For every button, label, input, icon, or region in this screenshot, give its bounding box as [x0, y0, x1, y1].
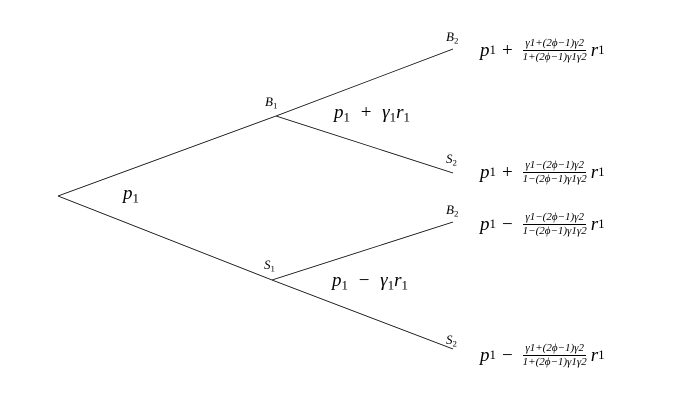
edge-s1-s2 — [271, 279, 454, 350]
leaf-2-fraction: γ1−(2ϕ−1)γ2 1−(2ϕ−1)γ1γ2 — [522, 158, 587, 185]
b1-price-expression: p1 + γ1r1 — [334, 102, 410, 125]
node-s1-label: S1 — [264, 257, 275, 274]
node-b1-label: B1 — [265, 94, 278, 111]
leaf-2-node-label: S2 — [446, 151, 457, 168]
leaf-1-fraction: γ1+(2ϕ−1)γ2 1+(2ϕ−1)γ1γ2 — [522, 36, 587, 63]
edge-root-s1 — [57, 195, 273, 281]
leaf-4-fraction: γ1+(2ϕ−1)γ2 1+(2ϕ−1)γ1γ2 — [522, 341, 587, 368]
leaf-3-fraction: γ1−(2ϕ−1)γ2 1−(2ϕ−1)γ1γ2 — [522, 210, 587, 237]
leaf-1-node-label: B2 — [446, 29, 459, 46]
edge-b1-b2 — [275, 48, 454, 117]
root-price-label: p1 — [123, 183, 139, 206]
leaf-4-node-label: S2 — [446, 332, 457, 349]
leaf-3-node-label: B2 — [446, 202, 459, 219]
s1-price-expression: p1 − γ1r1 — [332, 270, 408, 293]
edge-s1-b2 — [271, 221, 454, 281]
edge-b1-s2 — [275, 115, 454, 174]
edge-root-b1 — [57, 115, 277, 197]
